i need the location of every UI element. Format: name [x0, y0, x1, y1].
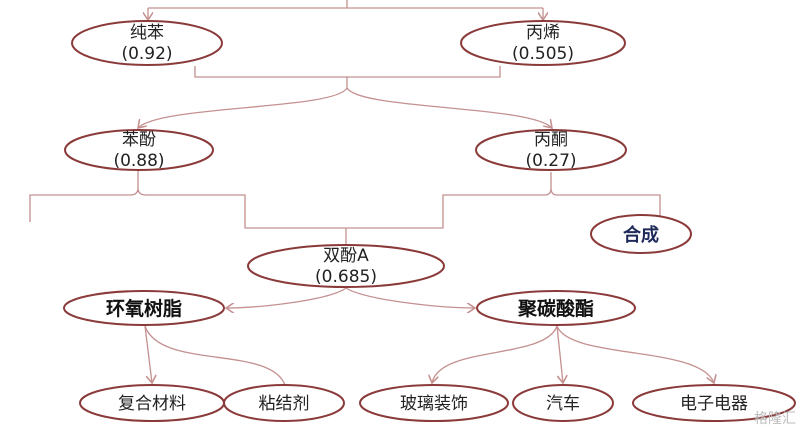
node-label: 纯苯 — [130, 23, 164, 43]
node-label: 双酚A — [323, 246, 369, 266]
node-label: 聚碳酸酯 — [517, 297, 594, 320]
arrow-to-polycarbonate — [345, 287, 475, 308]
node-value: (0.27) — [525, 151, 576, 171]
node-phenol: 苯酚 (0.88) — [64, 129, 214, 171]
node-value: (0.685) — [315, 267, 377, 287]
node-polycarbonate: 聚碳酸酯 — [476, 290, 636, 326]
node-acetone: 丙酮 (0.27) — [475, 129, 627, 171]
arrow-to-epoxy — [226, 287, 347, 308]
node-value: (0.505) — [512, 44, 574, 64]
node-label: 汽车 — [546, 394, 580, 414]
node-glass-decor: 玻璃装饰 — [359, 384, 509, 422]
node-label: 丙酮 — [534, 130, 568, 150]
node-automotive: 汽车 — [512, 384, 614, 422]
arrow-to-glass-decor — [432, 325, 558, 383]
bracket-benzene-propylene — [194, 66, 501, 88]
line-to-adhesives — [144, 325, 286, 386]
node-label: 丙烯 — [526, 23, 560, 43]
node-electronics: 电子电器 — [632, 384, 796, 422]
node-epoxy: 环氧树脂 — [63, 290, 225, 326]
watermark: 格隆汇 — [754, 411, 796, 427]
node-label: 玻璃装饰 — [400, 394, 468, 414]
node-propylene: 丙烯 (0.505) — [460, 20, 626, 66]
node-bpa: 双酚A (0.685) — [247, 244, 445, 288]
node-label: 复合材料 — [118, 394, 186, 414]
connectors — [29, 0, 714, 386]
bracket-phenol-acetone — [29, 170, 661, 229]
node-label: 粘结剂 — [259, 394, 310, 414]
node-label: 合成 — [623, 224, 659, 246]
node-value: (0.88) — [113, 151, 164, 171]
node-benzene: 纯苯 (0.92) — [71, 20, 223, 66]
arrow-to-automotive — [556, 325, 563, 383]
node-value: (0.92) — [121, 44, 172, 64]
arrow-to-electronics — [556, 325, 714, 383]
node-synthesis: 合成 — [590, 214, 692, 254]
arrow-to-acetone — [346, 87, 552, 128]
node-label: 苯酚 — [122, 130, 156, 150]
node-label: 环氧树脂 — [106, 297, 182, 320]
node-adhesives: 粘结剂 — [223, 384, 345, 422]
node-composites: 复合材料 — [79, 384, 225, 422]
arrow-to-phenol — [138, 87, 348, 128]
arrow-to-composites — [144, 325, 152, 383]
top-splitter — [148, 0, 543, 9]
node-label: 电子电器 — [680, 394, 748, 414]
